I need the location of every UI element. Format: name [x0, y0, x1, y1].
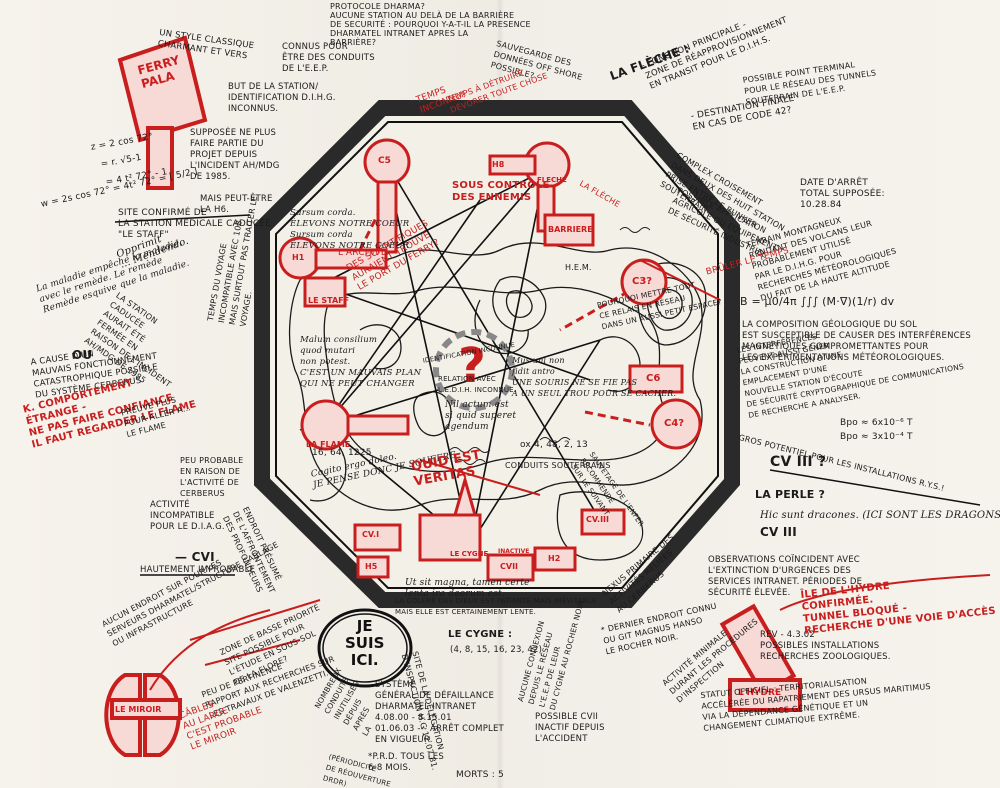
octagon-inner-frame [275, 121, 719, 589]
note-prd: *P.R.D. TOUS LES 6-8 MOIS. [368, 752, 444, 773]
label-le-miroir: LE MIROIR [115, 705, 162, 714]
station-c5 [363, 138, 411, 254]
note-bpo-2: Bpo ≈ 3x10⁻⁴ T [840, 432, 913, 442]
note-conduits-souterrains: CONDUITS SOUTERRAINS [505, 461, 611, 470]
note-top-connus: CONNUS POUR ÊTRE DES CONDUITS DE L'E.E.P… [282, 42, 375, 74]
note-cv3-b: CV III [760, 525, 797, 539]
label-h5: H5 [365, 562, 378, 571]
note-malum: Malum consilium quod mutari non potest. … [300, 335, 422, 389]
note-sous-controle: SOUS CONTRÔLE DES ENNEMIS [452, 180, 550, 203]
note-but-station: BUT DE LA STATION/ IDENTIFICATION D.I.H.… [228, 82, 336, 114]
note-morts: MORTS : 5 [456, 770, 504, 780]
le-miroir-sign [104, 673, 182, 757]
station-c4 [650, 398, 702, 450]
note-ox: ox 4, 48, 2, 13 [520, 440, 588, 450]
label-c5: C5 [378, 156, 391, 166]
station-h2 [533, 546, 577, 572]
note-le-cygne: LE CYGNE : [448, 629, 513, 640]
note-ut-sit: Ut sit magna, tamen certe lenta ira deor… [405, 578, 530, 599]
je-suis-ici-circle [317, 608, 413, 688]
center-question-mark: ? [458, 338, 486, 394]
note-rev: REV - 4.3.02 POSSIBLES INSTALLATIONS REC… [760, 630, 891, 662]
note-sursum: Sursum corda. ÉLEVONS NOTRE COEUR Sursum… [290, 208, 410, 251]
station-barriere [543, 213, 595, 247]
note-top-protocol: PROTOCOLE DHARMA? AUCUNE STATION AU DELÀ… [330, 2, 531, 47]
note-relation: RELATION AVEC L.E.D.I.H. INCONNUE. [438, 375, 517, 394]
label-h1: H1 [292, 253, 305, 262]
note-date-arret: DATE D'ARRÊT TOTAL SUPPOSÉE: 10.28.84 [800, 178, 885, 210]
note-la-colere: LA COLÈRE DES DIEUX EST PATIENTE MAIS IN… [395, 597, 597, 616]
label-c4: C4? [664, 418, 685, 429]
label-cv2: CVII [500, 562, 519, 571]
ferry-pala-sign [117, 35, 208, 190]
label-h2: H2 [548, 554, 561, 563]
label-h8: H8 [492, 160, 505, 169]
label-fleche: FLECHE [537, 176, 567, 184]
station-staff [278, 236, 388, 308]
label-je-suis-ici: JE SUIS ICI. [345, 617, 385, 669]
note-mus-uni: Mus uni non fidit antro UNE SOURIS NE SE… [512, 356, 677, 398]
label-inactive: INACTIVE [498, 548, 530, 555]
connection-lines [319, 159, 601, 546]
note-composition: LA COMPOSITION GÉOLOGIQUE DU SOL EST SUS… [742, 320, 971, 363]
station-c6 [628, 364, 684, 394]
station-c3 [620, 258, 668, 306]
note-peut-etre: MAIS PEUT-ÊTRE LA H6. [200, 194, 273, 215]
label-c6: C6 [646, 373, 661, 384]
label-le-staff: LE STAFF [308, 296, 350, 305]
hydre-sign [719, 603, 802, 712]
note-cvii-possible: POSSIBLE CVII INACTIF DEPUIS L'ACCIDENT [535, 712, 605, 744]
station-cv2 [486, 553, 535, 582]
label-cv1: CV.I [362, 530, 380, 539]
station-cv3 [580, 508, 626, 536]
note-lm-q: 16, 64, 1225 [312, 448, 372, 458]
label-la-flame: LA FLAME [306, 440, 351, 449]
note-dharmatel-intranet: SYSTÈME GÉNÉRAL DE DÉFAILLANCE DHARMATEL… [375, 680, 504, 745]
note-ou: OU [72, 348, 93, 362]
note-l-archive: L'ARCHIVE [338, 248, 387, 258]
note-nil-actum: Nil actum est si quid superet agendum [445, 400, 517, 432]
note-hic-sunt: Hic sunt dracones. (ICI SONT LES DRAGONS… [760, 510, 1000, 521]
label-c3: C3? [632, 276, 653, 287]
note-site-confirme: SITE CONFIRMÉ DE LA STATION MÉDICALE CAD… [118, 208, 272, 240]
station-flame [300, 399, 410, 451]
note-observations: OBSERVATIONS COÏNCIDENT AVEC L'EXTINCTIO… [708, 555, 863, 598]
note-formula: B = μ0/4π ∫∫∫ (M·∇)(1/r) dv [740, 295, 895, 308]
station-cygne [353, 474, 482, 562]
note-activite: ACTIVITÉ INCOMPATIBLE POUR LE D.I.A.G. [150, 500, 225, 532]
center-question-ring [433, 329, 515, 411]
note-hautement: HAUTEMENT IMPROBABLE [140, 565, 256, 575]
note-cvi: — CVI [175, 550, 215, 564]
wavy-hatching [449, 227, 651, 465]
label-l-hydre: L'HYDRE [738, 688, 782, 698]
label-cv3: CV.III [586, 515, 609, 524]
note-cv3-q: CV III ? [770, 454, 827, 470]
label-barriere: BARRIERE [548, 225, 593, 234]
note-suppose: SUPPOSÉE NE PLUS FAIRE PARTIE DU PROJET … [190, 128, 280, 182]
note-cygne-coords: (4, 8, 15, 16, 23, 42) [450, 645, 543, 655]
note-hlm: H.E.M. [565, 263, 592, 272]
label-le-cygne: LE CYGNE [450, 550, 489, 558]
station-h5 [356, 555, 390, 579]
note-peu-probable: PEU PROBABLE EN RAISON DE L'ACTIVITÉ DE … [180, 456, 244, 498]
note-bpo-1: Bpo ≈ 6x10⁻⁶ T [840, 418, 913, 428]
note-la-perle: LA PERLE ? [755, 488, 826, 501]
